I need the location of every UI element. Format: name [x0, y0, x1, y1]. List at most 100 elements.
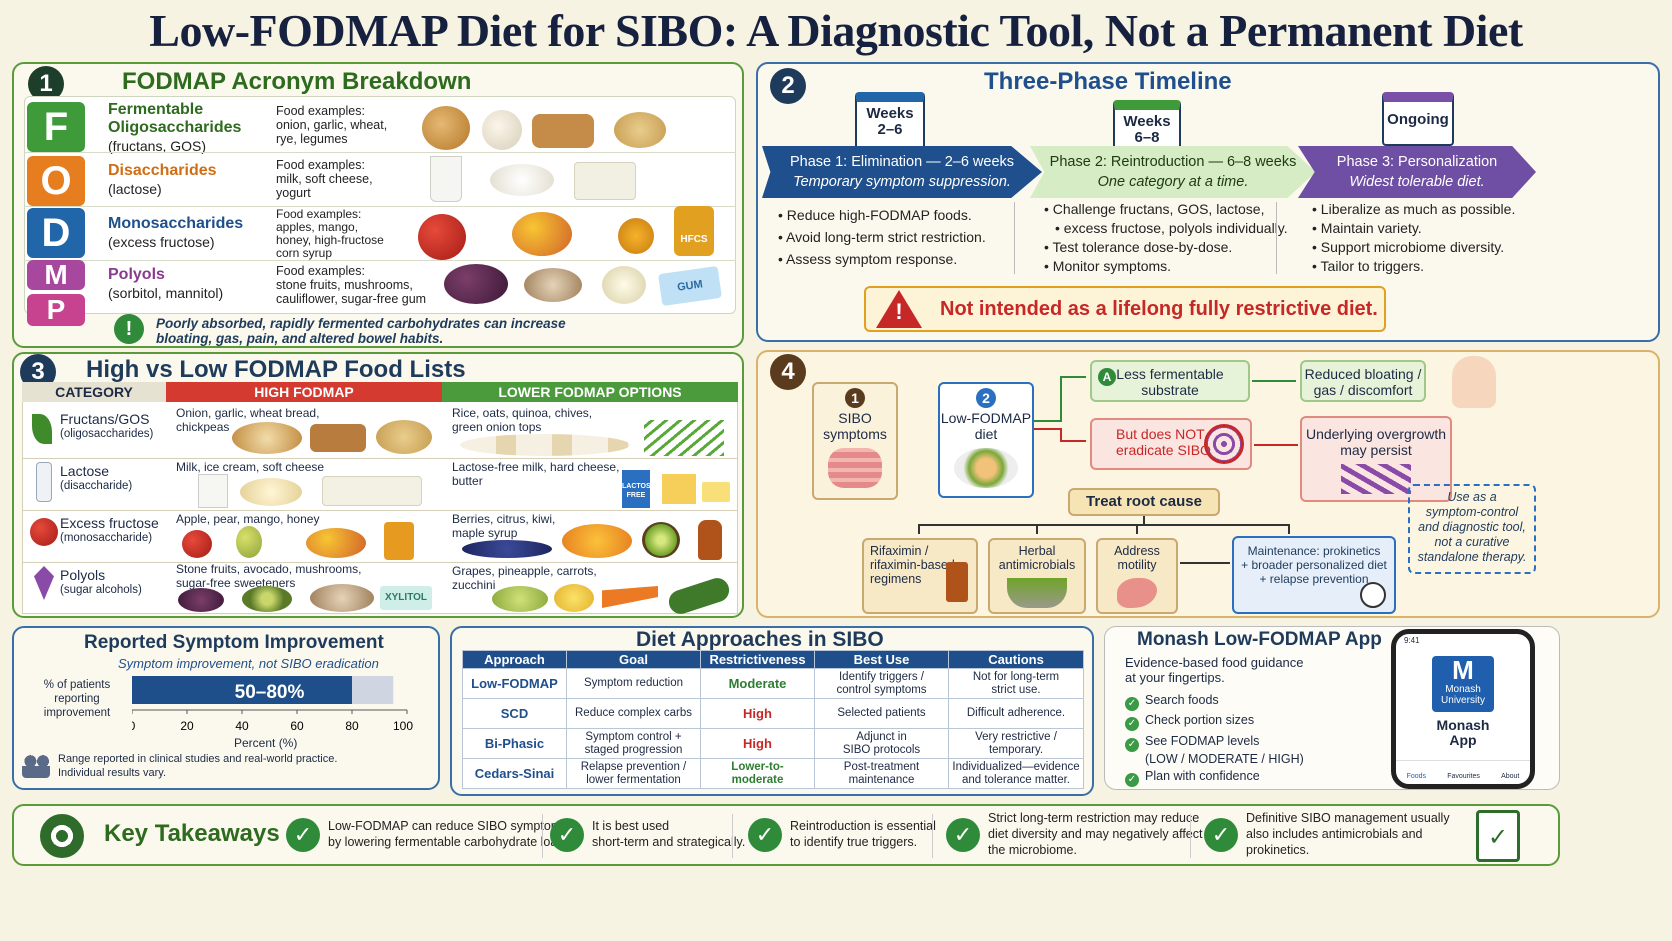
box-line: Low-FODMAP: [940, 410, 1032, 426]
calendar-line: Weeks: [866, 105, 914, 122]
cautions-cell: Very restrictive /temporary.: [948, 728, 1084, 759]
line: chickpeas: [176, 420, 230, 434]
panel-diet-approaches: Diet Approaches in SIBO Approach Goal Re…: [450, 626, 1094, 796]
kiwi-image: [642, 522, 680, 558]
phase3-bullets: Liberalize as much as possible. Maintain…: [1312, 200, 1516, 276]
feature-subtext: (LOW / MODERATE / HIGH): [1145, 752, 1304, 766]
treat-root-cause-box: Treat root cause: [1068, 488, 1220, 516]
tree-line: [1288, 524, 1290, 534]
phase1-bullets: Reduce high-FODMAP foods. Avoid long-ter…: [778, 204, 986, 270]
ex-line: rye, legumes: [276, 132, 348, 146]
low-lactose: Lactose-free milk, hard cheese, butter: [452, 460, 619, 488]
nav-favourites[interactable]: Favourites: [1447, 773, 1480, 780]
restrict-cell: High: [700, 698, 815, 729]
box-line: Use as a: [1447, 490, 1497, 504]
phase2-bullets: Challenge fructans, GOS, lactose, excess…: [1044, 200, 1288, 276]
arrow-line: [1060, 376, 1062, 422]
box-line: eradicate SIBO: [1116, 442, 1211, 458]
check-icon: ✓: [1125, 738, 1139, 752]
line: Low-FODMAP can reduce SIBO symptoms: [328, 819, 568, 833]
herbal-box: Herbal antimicrobials: [988, 538, 1086, 614]
cheese-image: [574, 162, 636, 200]
approach-cell: SCD: [462, 698, 567, 729]
reduced-bloating-box: Reduced bloating / gas / discomfort: [1300, 360, 1426, 402]
restrict-cell: Moderate: [700, 668, 815, 699]
phone-title: Monash App: [1396, 718, 1530, 748]
row-divider: [24, 260, 736, 261]
phase1-sub: Temporary symptom suppression.: [793, 174, 1011, 190]
cautions-cell: Difficult adherence.: [948, 698, 1084, 729]
phase3-arrow: Phase 3: Personalization Widest tolerabl…: [1298, 146, 1536, 198]
line: control symptoms: [836, 683, 927, 696]
milk-bottle-icon: [36, 462, 52, 502]
nav-foods[interactable]: Foods: [1406, 773, 1427, 780]
y-axis-label: % of patients reporting improvement: [20, 678, 134, 720]
line: at your fingertips.: [1125, 670, 1225, 685]
panel-heading: Key Takeaways: [104, 820, 280, 847]
calendar-icon-3: Ongoing: [1382, 92, 1454, 146]
col-best-use: Best Use: [814, 650, 949, 669]
hard-cheese-image: [662, 474, 696, 504]
panel-flow: 4 1 SIBO symptoms 2 Low-FODMAP diet A Le…: [756, 350, 1660, 618]
tick-label: 0: [132, 719, 136, 733]
row-f-line3: (fructans, GOS): [108, 138, 207, 154]
box-line: + relapse prevention: [1259, 572, 1369, 586]
line: Berries, citrus, kiwi,: [452, 512, 556, 526]
line: temporary.: [988, 743, 1044, 756]
goal-cell: Symptom control +staged progression: [566, 728, 701, 759]
row-o-examples: Food examples: milk, soft cheese, yogurt: [276, 158, 373, 200]
range-label: 50–80%: [234, 682, 305, 703]
nav-about[interactable]: About: [1501, 773, 1520, 780]
line: staged progression: [584, 743, 683, 756]
ex-line: yogurt: [276, 186, 311, 200]
col-header-high: HIGH FODMAP: [166, 382, 442, 402]
rice-oats-image: [460, 434, 630, 456]
check-icon: ✓: [1125, 773, 1139, 787]
footnote-line2: bloating, gas, pain, and altered bowel h…: [156, 331, 444, 346]
row-divider: [22, 510, 738, 511]
maintenance-box: Maintenance: prokinetics + broader perso…: [1232, 536, 1396, 614]
section-number: 2: [770, 68, 806, 104]
low-fodmap-diet-box: 2 Low-FODMAP diet: [938, 382, 1034, 498]
hfcs-bottle-image: HFCS: [674, 206, 714, 256]
step-number: 2: [976, 388, 996, 408]
tick-label: 20: [180, 719, 194, 733]
cat-sub: (sugar alcohols): [60, 584, 142, 596]
row-m-line2: (sorbitol, mannitol): [108, 285, 224, 301]
best-use-cell: Identify triggers /control symptoms: [814, 668, 949, 699]
pear-image: [236, 526, 262, 558]
line: prokinetics.: [1246, 843, 1310, 857]
ex-line: stone fruits, mushrooms,: [276, 278, 413, 292]
pill-bottle-icon: [946, 562, 968, 602]
box-line: + broader personalized diet: [1241, 558, 1387, 572]
panel-timeline: 2 Three-Phase Timeline Weeks 2–6 Weeks 6…: [756, 62, 1660, 342]
ex-line: Food examples:: [276, 158, 365, 172]
cat-fructans: Fructans/GOS (oligosaccharides): [60, 412, 153, 442]
bullet: Maintain variety.: [1312, 219, 1515, 238]
line: Onion, garlic, wheat bread,: [176, 406, 320, 420]
approach-cell: Cedars-Sinai: [462, 758, 567, 789]
line: Symptom control +: [585, 730, 682, 743]
phase1-title: Phase 1: Elimination — 2–6 weeks: [789, 154, 1015, 170]
check-icon: ✓: [1125, 697, 1139, 711]
row-m-examples: Food examples: stone fruits, mushrooms, …: [276, 264, 426, 306]
cat-sub: (disaccharide): [60, 480, 133, 492]
box-line: substrate: [1141, 382, 1199, 398]
panel-key-takeaways: Key Takeaways ✓ Low-FODMAP can reduce SI…: [12, 804, 1560, 866]
phase3-title: Phase 3: Personalization: [1336, 154, 1498, 170]
line: App: [1449, 732, 1477, 748]
onion-garlic-image: [232, 422, 302, 454]
feature-item: ✓Plan with confidence: [1125, 767, 1304, 787]
line: lower fermentation: [586, 773, 681, 786]
table-row: Bi-Phasic Symptom control +staged progre…: [462, 728, 1084, 759]
best-use-cell: Selected patients: [814, 698, 949, 729]
row-divider: [24, 152, 736, 153]
box-line: rifaximin-based: [870, 558, 955, 572]
bullet: Avoid long-term strict restriction.: [778, 226, 986, 248]
clock-icon: [1360, 582, 1386, 608]
logo-line: University: [1441, 695, 1485, 706]
panel-heading: Three-Phase Timeline: [984, 68, 1232, 95]
mango-image: [512, 212, 572, 256]
